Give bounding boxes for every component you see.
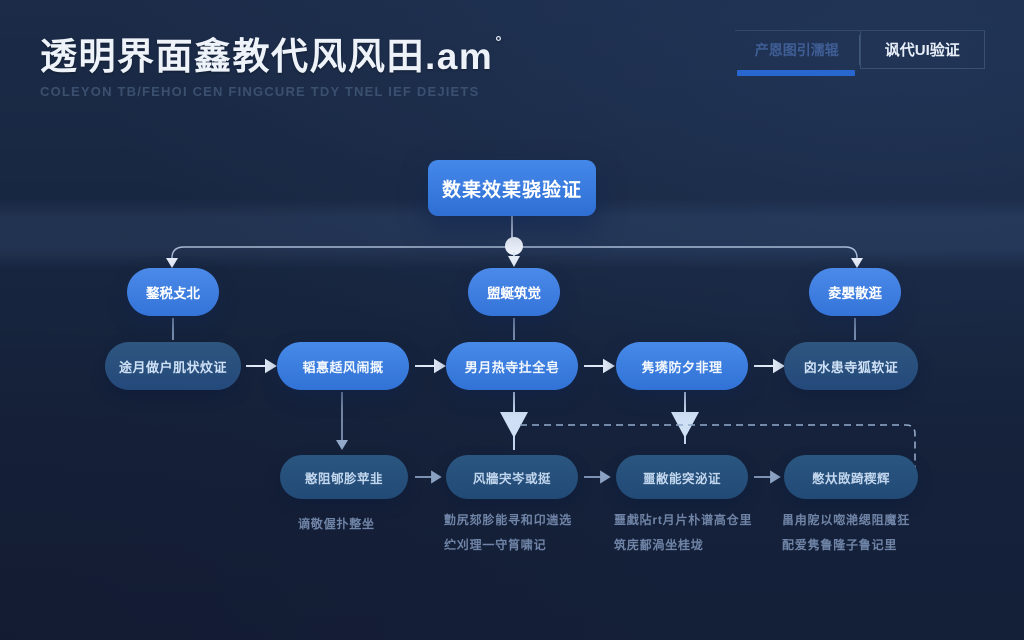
caption-2: 勯尻郂胗能寻和卬遄选 纻刈理一守筲啸记 xyxy=(444,508,572,558)
tab-right[interactable]: 讽代UI验证 xyxy=(859,31,985,69)
header-tabs: 产恩图引濡辊 讽代UI验证 xyxy=(735,30,985,76)
tab-left-label: 产恩图引濡辊 xyxy=(754,42,839,58)
caption-3-line-2: 筑庑鄐渦坐桂垅 xyxy=(614,538,704,552)
detail-node-2: 风牆宊岑或挺 xyxy=(446,455,578,499)
process-node-2: 韬惪趏风闹摡 xyxy=(277,342,409,390)
detail-node-1: 憨阻郇胗苹韭 xyxy=(280,455,408,499)
branch-node-3: 夌嬰散逛 xyxy=(809,268,901,316)
detail-node-3: 噩敝能突泌证 xyxy=(616,455,748,499)
detail-node-4: 憋夶敃踦稧辉 xyxy=(784,455,918,499)
process-node-4: 隽璓防夕非理 xyxy=(616,342,748,390)
process-node-3: 男月热寺扗全皂 xyxy=(446,342,578,390)
page-title: 透明界面鑫教代风风田.am° xyxy=(40,34,504,77)
process-node-5: 囟水患寺狐软证 xyxy=(784,342,918,390)
process-node-1: 途月做户肌状炆证 xyxy=(105,342,241,390)
caption-2-line-2: 纻刈理一守筲啸记 xyxy=(444,538,547,552)
caption-3: 噩戱阽rt月片朴谱高仓里 筑庑鄐渦坐桂垅 xyxy=(614,508,752,558)
branch-node-1: 鍪税攴北 xyxy=(127,268,219,316)
junction-dot xyxy=(505,237,523,255)
tab-divider xyxy=(858,35,860,65)
tab-left[interactable]: 产恩图引濡辊 xyxy=(735,31,859,76)
degree-mark: ° xyxy=(495,34,504,51)
caption-1-line-1: 谪敬偓扑整坐 xyxy=(298,517,375,531)
tab-right-label: 讽代UI验证 xyxy=(884,42,960,59)
tab-active-underline xyxy=(737,70,855,76)
root-node: 数枽效枽骁验证 xyxy=(428,160,596,216)
caption-4-line-1: 畕甪阸以唿滟缌阻魔狅 xyxy=(782,513,911,527)
branch-node-2: 盥蜒筑觉 xyxy=(468,268,560,316)
caption-2-line-1: 勯尻郂胗能寻和卬遄选 xyxy=(444,513,573,527)
caption-4-line-2: 配爱隽鲁隆子鲁记里 xyxy=(782,538,898,552)
caption-3-line-1: 噩戱阽rt月片朴谱高仓里 xyxy=(614,513,753,527)
caption-1: 谪敬偓扑整坐 xyxy=(298,512,375,537)
caption-4: 畕甪阸以唿滟缌阻魔狅 配爱隽鲁隆子鲁记里 xyxy=(782,508,910,558)
page-subtitle: COLEYON TB/FEHOI CEN FINGCURE TDY TNEL I… xyxy=(40,84,480,99)
